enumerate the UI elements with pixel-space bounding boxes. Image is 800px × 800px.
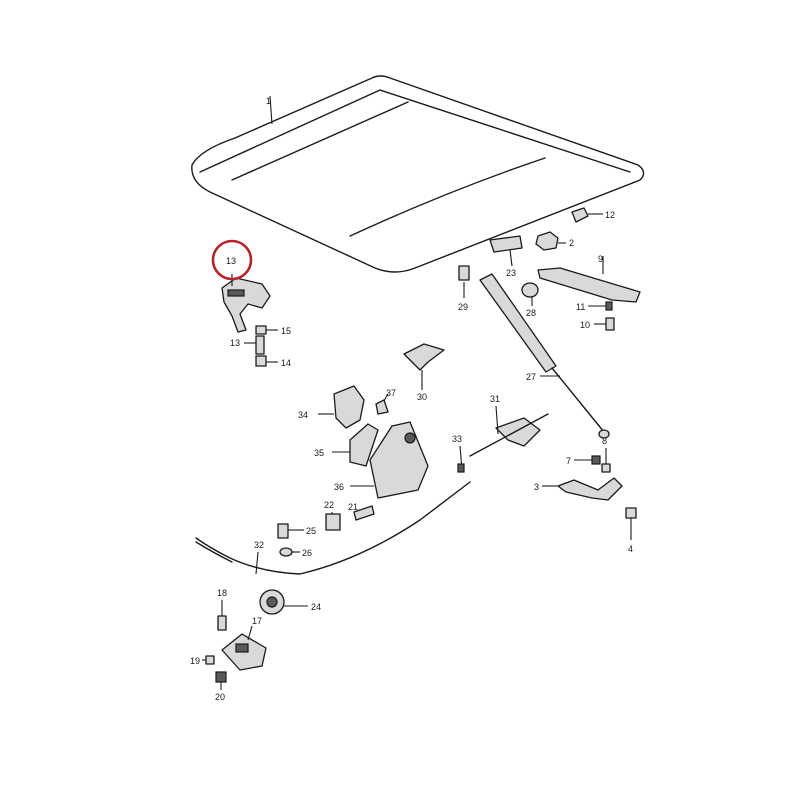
part-19-washer — [202, 655, 215, 665]
part-27-gas-strut — [479, 273, 610, 439]
callout-10: 10 — [580, 320, 590, 330]
callout-12: 12 — [605, 210, 615, 220]
part-30-plate — [403, 343, 445, 390]
part-9-hinge-strip — [537, 256, 641, 331]
callout-21: 21 — [348, 502, 358, 512]
callout-34: 34 — [298, 410, 308, 420]
part-29-clip — [458, 265, 470, 298]
part-32-cable — [195, 481, 471, 575]
part-28-bushing — [521, 282, 539, 306]
callout-13-highlighted: 13 — [226, 256, 236, 266]
part-26-washer — [279, 547, 300, 557]
highlight-circle-part-13 — [211, 239, 253, 281]
callout-28: 28 — [526, 308, 536, 318]
callout-31: 31 — [490, 394, 500, 404]
hood-panel — [191, 75, 645, 273]
callout-33: 33 — [452, 434, 462, 444]
part-25-bolt — [277, 523, 304, 539]
callout-14: 14 — [281, 358, 291, 368]
callout-13-lower: 13 — [230, 338, 240, 348]
part-36-latch-housing — [350, 421, 429, 499]
callout-8: 8 — [602, 436, 607, 446]
callout-3: 3 — [534, 482, 539, 492]
callout-27: 27 — [526, 372, 536, 382]
part-22-bushing — [325, 512, 341, 531]
part-24-grommet — [259, 589, 308, 615]
part-13-hinge — [221, 274, 278, 367]
callout-26: 26 — [302, 548, 312, 558]
part-17-striker — [221, 625, 267, 671]
part-12-bolt — [571, 207, 603, 223]
callout-35: 35 — [314, 448, 324, 458]
callout-18: 18 — [217, 588, 227, 598]
part-23-bracket — [489, 235, 523, 267]
callout-23: 23 — [506, 268, 516, 278]
part-21-bolt — [353, 505, 375, 521]
callout-7: 7 — [566, 456, 571, 466]
callout-22: 22 — [324, 500, 334, 510]
part-4-bolt — [625, 507, 637, 540]
callout-36: 36 — [334, 482, 344, 492]
part-34-lock-plate — [318, 385, 389, 429]
callout-32: 32 — [254, 540, 264, 550]
callout-24: 24 — [311, 602, 321, 612]
callout-1: 1 — [266, 96, 271, 106]
part-3-bracket — [542, 448, 623, 501]
callout-17: 17 — [252, 616, 262, 626]
callout-29: 29 — [458, 302, 468, 312]
part-2-nut — [535, 231, 566, 251]
part-18-bolt — [217, 600, 227, 631]
callout-30: 30 — [417, 392, 427, 402]
callout-19: 19 — [190, 656, 200, 666]
callout-11: 11 — [576, 302, 585, 312]
callout-15: 15 — [281, 326, 291, 336]
callout-2: 2 — [569, 238, 574, 248]
callout-25: 25 — [306, 526, 316, 536]
part-31-bracket — [457, 405, 549, 473]
callout-37: 37 — [386, 388, 396, 398]
callout-4: 4 — [628, 544, 633, 554]
part-35-latch — [332, 423, 379, 467]
part-20-nut — [215, 671, 227, 690]
callout-9: 9 — [598, 254, 603, 264]
callout-20: 20 — [215, 692, 225, 702]
